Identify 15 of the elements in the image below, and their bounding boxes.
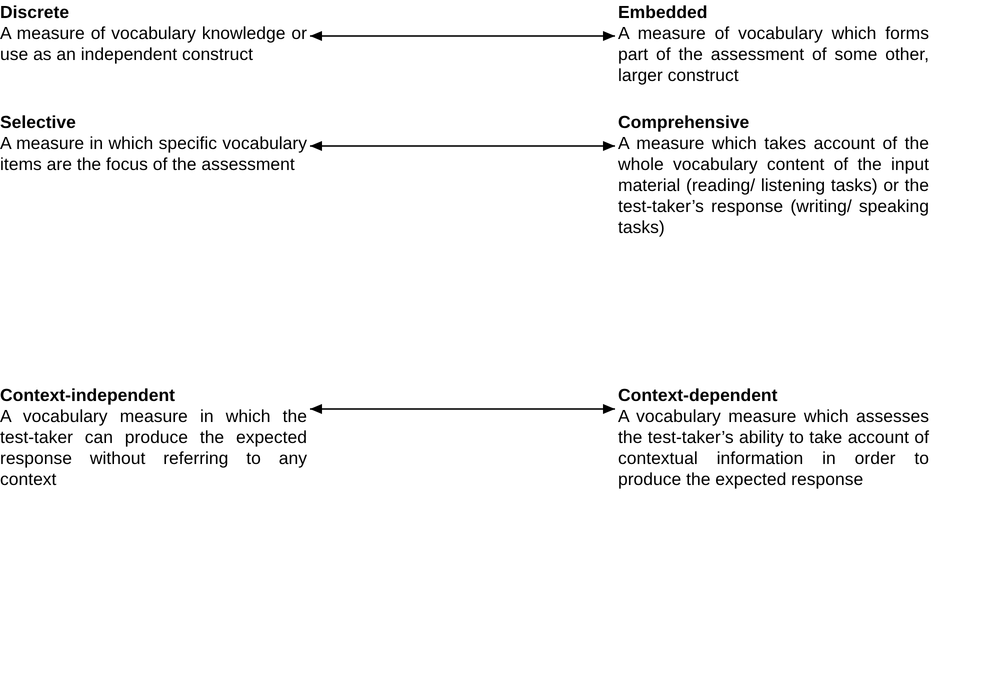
term-heading: Selective bbox=[0, 112, 77, 133]
term-definition: A vocabulary measure which assesses the test-taker’s ability to take account of contextual information in order to produce the expected response bbox=[618, 406, 929, 490]
term-definition: A measure which takes account of the whole vocabulary content of the input material (reading/ listening tasks) or the test-taker’s response (writing/ speaking tasks) bbox=[618, 133, 929, 238]
term-definition: A vocabulary measure in which the test-taker can produce the expected response without referring to any context bbox=[0, 406, 307, 490]
double-arrow bbox=[310, 141, 615, 151]
term-heading: Context-dependent bbox=[618, 385, 778, 406]
term-definition: A measure of vocabulary knowledge or use as an independent construct bbox=[0, 23, 307, 65]
term-definition: A measure of vocabulary which forms part of the assessment of some other, larger construct bbox=[618, 23, 929, 86]
term-heading: Discrete bbox=[0, 2, 70, 23]
term-definition: A measure in which specific vocabulary items are the focus of the assessment bbox=[0, 133, 307, 175]
double-arrow bbox=[310, 31, 615, 41]
term-heading: Context-independent bbox=[0, 385, 176, 406]
term-heading: Comprehensive bbox=[618, 112, 750, 133]
term-heading: Embedded bbox=[618, 2, 708, 23]
double-arrow bbox=[310, 404, 615, 414]
